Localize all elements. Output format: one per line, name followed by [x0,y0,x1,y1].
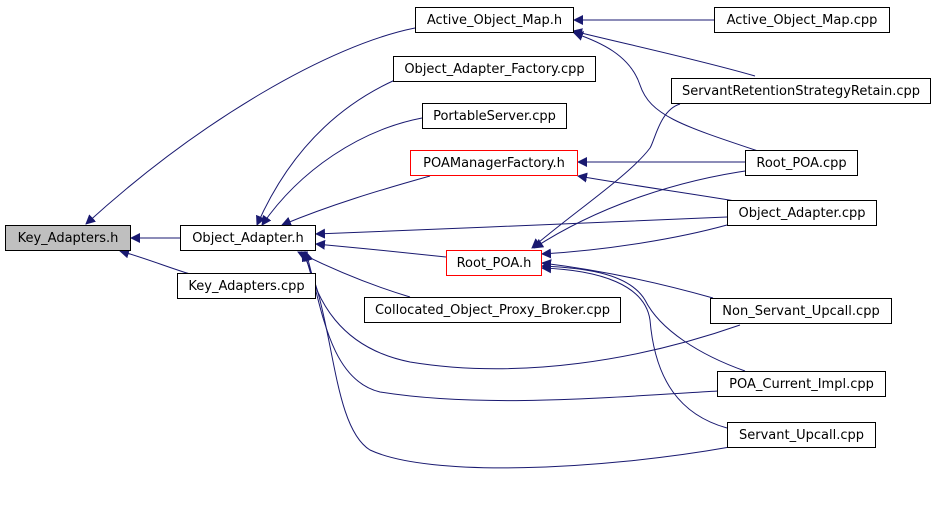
edge-servant-upcall-cpp-to-root-poa-h [541,263,728,429]
edge-object-adapter-factory-cpp-to-object-adapter-h [256,79,396,226]
edge-poa-current-impl-cpp-to-root-poa-h [541,261,746,372]
node-portableserver-cpp[interactable]: PortableServer.cpp [422,103,567,129]
node-servantretentionstrategyretain-cpp[interactable]: ServantRetentionStrategyRetain.cpp [671,78,931,104]
node-servant-upcall-cpp[interactable]: Servant_Upcall.cpp [727,422,876,448]
edge-root-poa-cpp-to-root-poa-h [533,169,753,249]
node-root-poa-cpp[interactable]: Root_POA.cpp [745,150,858,176]
edge-root-poa-h-to-object-adapter-h [315,239,447,258]
node-key-adapters-cpp[interactable]: Key_Adapters.cpp [177,273,316,299]
edge-object-adapter-cpp-to-root-poa-h [541,224,728,259]
edge-object-adapter-cpp-to-poamanagerfactory-h [577,172,736,202]
edge-key-adapters-cpp-to-key-adapters-h [119,248,191,275]
edge-root-poa-cpp-to-active-object-map-h [573,31,759,152]
node-collocated-object-proxy-broker-cpp[interactable]: Collocated_Object_Proxy_Broker.cpp [364,297,621,323]
node-non-servant-upcall-cpp[interactable]: Non_Servant_Upcall.cpp [710,298,892,324]
node-object-adapter-factory-cpp[interactable]: Object_Adapter_Factory.cpp [393,56,596,82]
edge-servantretention-to-active-object-map-h [572,28,756,77]
edge-poamanagerfactory-h-to-object-adapter-h [281,175,431,227]
node-poa-current-impl-cpp[interactable]: POA_Current_Impl.cpp [717,371,886,397]
node-active-object-map-h[interactable]: Active_Object_Map.h [415,7,574,33]
node-active-object-map-cpp[interactable]: Active_Object_Map.cpp [714,7,890,33]
edge-object-adapter-cpp-to-object-adapter-h [315,216,728,239]
node-key-adapters-h[interactable]: Key_Adapters.h [5,225,131,251]
node-object-adapter-h[interactable]: Object_Adapter.h [180,225,316,251]
edge-non-servant-upcall-cpp-to-root-poa-h [541,259,714,299]
edge-servantretention-to-root-poa-h [531,103,681,249]
edge-active-object-map-h-to-key-adapters-h [85,27,416,225]
edge-servant-upcall-cpp-to-object-adapter-h [301,251,731,469]
node-poamanagerfactory-h[interactable]: POAManagerFactory.h [410,150,578,176]
edge-portableserver-cpp-to-object-adapter-h [261,117,423,226]
edge-poa-current-impl-cpp-to-object-adapter-h [303,251,719,402]
node-root-poa-h[interactable]: Root_POA.h [446,250,542,276]
node-object-adapter-cpp[interactable]: Object_Adapter.cpp [727,200,877,226]
